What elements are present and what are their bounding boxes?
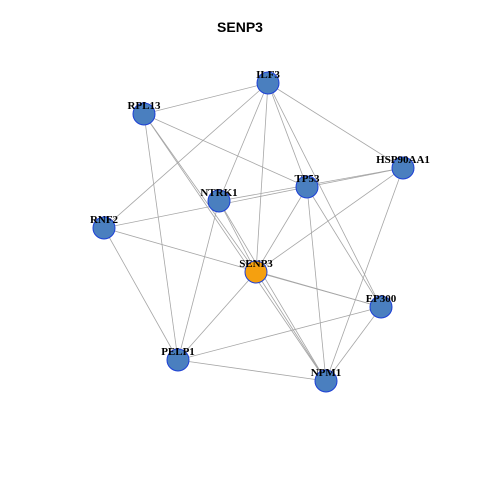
label-layer: ILF3RPL13HSP90AA1TP53NTRK1RNF2SENP3EP300… — [90, 69, 430, 379]
node-rnf2 — [92, 216, 116, 240]
edge-ntrk1-pelp1 — [177, 200, 220, 361]
edge-layer — [103, 82, 404, 382]
node-layer — [92, 71, 415, 393]
node-pelp1 — [166, 348, 190, 372]
node-label-senp3: SENP3 — [239, 258, 273, 270]
edge-ilf3-senp3 — [255, 82, 269, 273]
edge-rpl13-senp3 — [143, 113, 257, 273]
edge-senp3-npm1 — [255, 271, 327, 382]
edge-pelp1-npm1 — [177, 359, 327, 382]
node-ilf3 — [256, 71, 280, 95]
edge-tp53-ep300 — [306, 186, 382, 308]
edge-ilf3-rpl13 — [143, 82, 269, 115]
node-label-ntrk1: NTRK1 — [200, 187, 237, 199]
edge-ilf3-tp53 — [267, 82, 308, 188]
edge-ntrk1-senp3 — [218, 200, 257, 273]
node-label-hsp90aa1: HSP90AA1 — [376, 154, 430, 166]
node-senp3 — [244, 260, 268, 284]
node-ep300 — [369, 295, 393, 319]
edge-ilf3-rnf2 — [103, 82, 269, 229]
node-label-npm1: NPM1 — [311, 367, 342, 379]
node-rpl13 — [132, 102, 156, 126]
node-label-rnf2: RNF2 — [90, 214, 119, 226]
edge-senp3-ep300 — [255, 271, 382, 308]
node-hsp90aa1 — [391, 156, 415, 180]
edge-ntrk1-npm1 — [218, 200, 327, 382]
edge-rpl13-npm1 — [143, 113, 327, 382]
node-label-rpl13: RPL13 — [128, 100, 162, 112]
node-ntrk1 — [207, 189, 231, 213]
edge-ep300-pelp1 — [177, 306, 382, 361]
edge-ilf3-ep300 — [267, 82, 382, 308]
edge-senp3-pelp1 — [177, 271, 257, 361]
edge-hsp90aa1-npm1 — [325, 167, 404, 382]
edge-tp53-senp3 — [255, 186, 308, 273]
edge-rpl13-tp53 — [143, 113, 308, 188]
edge-rnf2-pelp1 — [103, 227, 179, 361]
node-tp53 — [295, 175, 319, 199]
node-label-tp53: TP53 — [294, 173, 320, 185]
edge-tp53-npm1 — [306, 186, 327, 382]
node-label-ilf3: ILF3 — [256, 69, 280, 81]
edge-ep300-npm1 — [325, 306, 382, 382]
edge-ilf3-ntrk1 — [218, 82, 269, 202]
edge-rpl13-pelp1 — [143, 113, 179, 361]
edge-ilf3-hsp90aa1 — [267, 82, 404, 169]
node-label-ep300: EP300 — [366, 293, 397, 305]
edge-tp53-rnf2 — [103, 186, 308, 229]
node-label-pelp1: PELP1 — [161, 346, 195, 358]
edge-hsp90aa1-senp3 — [255, 167, 404, 273]
figure-title: SENP3 — [217, 19, 263, 35]
node-npm1 — [314, 369, 338, 393]
